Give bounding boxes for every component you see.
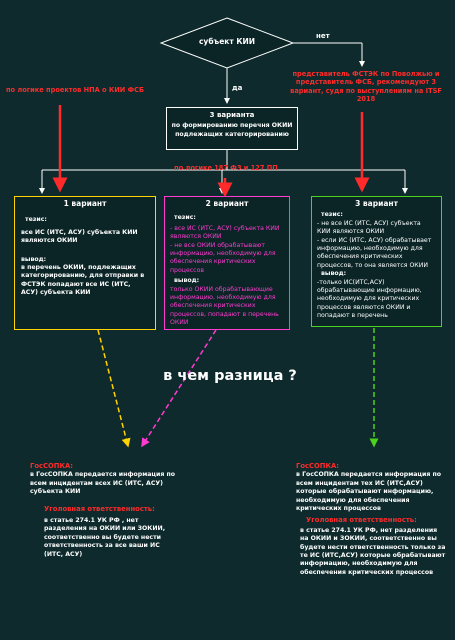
no-label: нет xyxy=(316,32,330,40)
bottom-right-block: ГосСОПКА: в ГосСОПКА передается информац… xyxy=(296,462,446,577)
variant-1-thesis-label: тезис: xyxy=(25,216,47,224)
variant-2-thesis-1: - все ИС (ИТС, АСУ) субъекта КИИ являютс… xyxy=(170,224,280,241)
decision-label: субъект КИИ xyxy=(198,37,256,46)
bottom-left-block: ГосСОПКА: в ГосСОПКА передается информац… xyxy=(30,462,180,559)
variant-2-title: 2 вариант xyxy=(205,199,249,208)
right-note: представитель ФСТЭК по Поволжью и предст… xyxy=(290,70,442,104)
variant-2-conclusion-label: вывод: xyxy=(174,277,200,285)
variant-3-box: 3 вариант тезис: - не все ИС (ИТС, АСУ) … xyxy=(311,196,442,327)
variant-1-conclusion: в перечень ОКИИ, подлежащих категорирова… xyxy=(21,264,145,297)
variant-3-title: 3 вариант xyxy=(355,199,398,208)
variant-3-thesis-label: тезис: xyxy=(321,211,343,219)
bottom-right-gossopka-title: ГосСОПКА: xyxy=(296,462,340,470)
bottom-left-gossopka-text: в ГосСОПКА передается информация по всем… xyxy=(30,471,175,496)
middle-note: по логике 187 ФЗ и 127 ПП xyxy=(174,164,278,172)
variant-1-title: 1 вариант xyxy=(63,199,107,208)
variant-3-thesis-2: - если ИС (ИТС, АСУ) обрабатывает информ… xyxy=(317,236,432,269)
variant-3-conclusion: -только ИС(ИТС,АСУ) обрабатывающие инфор… xyxy=(317,278,422,320)
variant-2-box: 2 вариант тезис: - все ИС (ИТС, АСУ) суб… xyxy=(164,196,290,330)
variant-1-thesis: все ИС (ИТС, АСУ) субъекта КИИ являются … xyxy=(21,228,138,245)
variant-1-conclusion-label: вывод: xyxy=(21,255,47,263)
variant-2-conclusion: только ОКИИ обрабатывающие информацию, н… xyxy=(170,285,279,327)
bottom-left-gossopka-title: ГосСОПКА: xyxy=(30,462,74,470)
variant-2-thesis-label: тезис: xyxy=(174,214,196,222)
bottom-right-liability-title: Уголовная ответственность: xyxy=(306,516,417,525)
question-heading: в чем разница ? xyxy=(163,368,297,384)
bottom-left-liability-text: в статье 274.1 УК РФ , нет разделения на… xyxy=(44,517,166,558)
center-box-text: по формированию перечня ОКИИ подлежащих … xyxy=(171,122,293,138)
bottom-right-gossopka-text: в ГосСОПКА передается информация по всем… xyxy=(296,471,441,513)
variant-2-thesis-2: - не все ОКИИ обрабатывают информацию, н… xyxy=(170,241,276,274)
center-box: 3 варианта по формированию перечня ОКИИ … xyxy=(166,107,298,150)
yes-label: да xyxy=(232,84,243,92)
center-box-title: 3 варианта xyxy=(209,111,255,119)
bottom-right-liability-text: в статье 274.1 УК РФ, нет разделения на … xyxy=(300,526,446,576)
variant-3-thesis-1: - не все ИС (ИТС, АСУ) субъекта КИИ явля… xyxy=(317,219,421,236)
variant-3-conclusion-label: вывод: xyxy=(321,270,347,278)
variant-1-box: 1 вариант тезис: все ИС (ИТС, АСУ) субъе… xyxy=(14,196,156,330)
left-note: по логике проектов НПА о КИИ ФСБ xyxy=(6,86,145,94)
bottom-left-liability-title: Уголовная ответственность: xyxy=(44,504,155,513)
